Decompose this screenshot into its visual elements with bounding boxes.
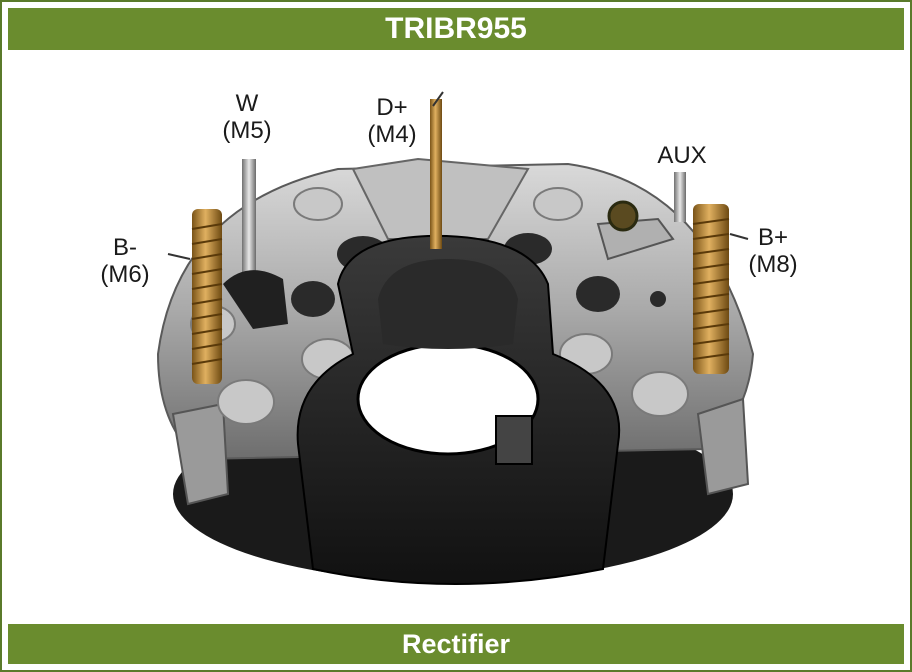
label-aux: AUX [647,142,717,169]
label-d-plus-size: (M4) [367,121,417,148]
label-b-plus-name: B+ [757,224,789,251]
b-plus-threads [692,218,730,360]
product-code: TRIBR955 [385,12,527,45]
title-bar: TRIBR955 [8,8,904,50]
aux-terminal [674,172,686,222]
rectifier-photo [156,91,755,585]
label-b-plus: B+ (M8) [738,224,808,278]
mounting-tab-right [696,397,750,496]
w-terminal-clamp [223,270,288,329]
leader-lines [167,91,749,260]
label-w: W (M5) [212,90,282,144]
housing-slot [378,259,518,349]
w-terminal-stud [242,159,256,274]
b-plus-terminal-stud [693,204,729,374]
d-plus-terminal-stud [430,99,442,249]
label-w-name: W [235,90,259,117]
aux-nut [607,200,639,232]
label-d-plus-name: D+ [376,94,408,121]
contact-clip [495,415,533,465]
label-b-minus-size: (M6) [100,261,150,288]
label-b-minus-name: B- [113,234,137,261]
label-b-minus: B- (M6) [90,234,160,288]
product-type: Rectifier [401,628,511,659]
b-minus-terminal-stud [192,209,222,384]
label-aux-name: AUX [657,142,707,169]
caption-bar: Rectifier [8,624,904,664]
b-minus-threads [191,223,223,365]
label-b-plus-size: (M8) [748,251,798,278]
mounting-tab-left [171,402,230,506]
label-w-size: (M5) [222,117,272,144]
label-d-plus: D+ (M4) [354,94,430,148]
